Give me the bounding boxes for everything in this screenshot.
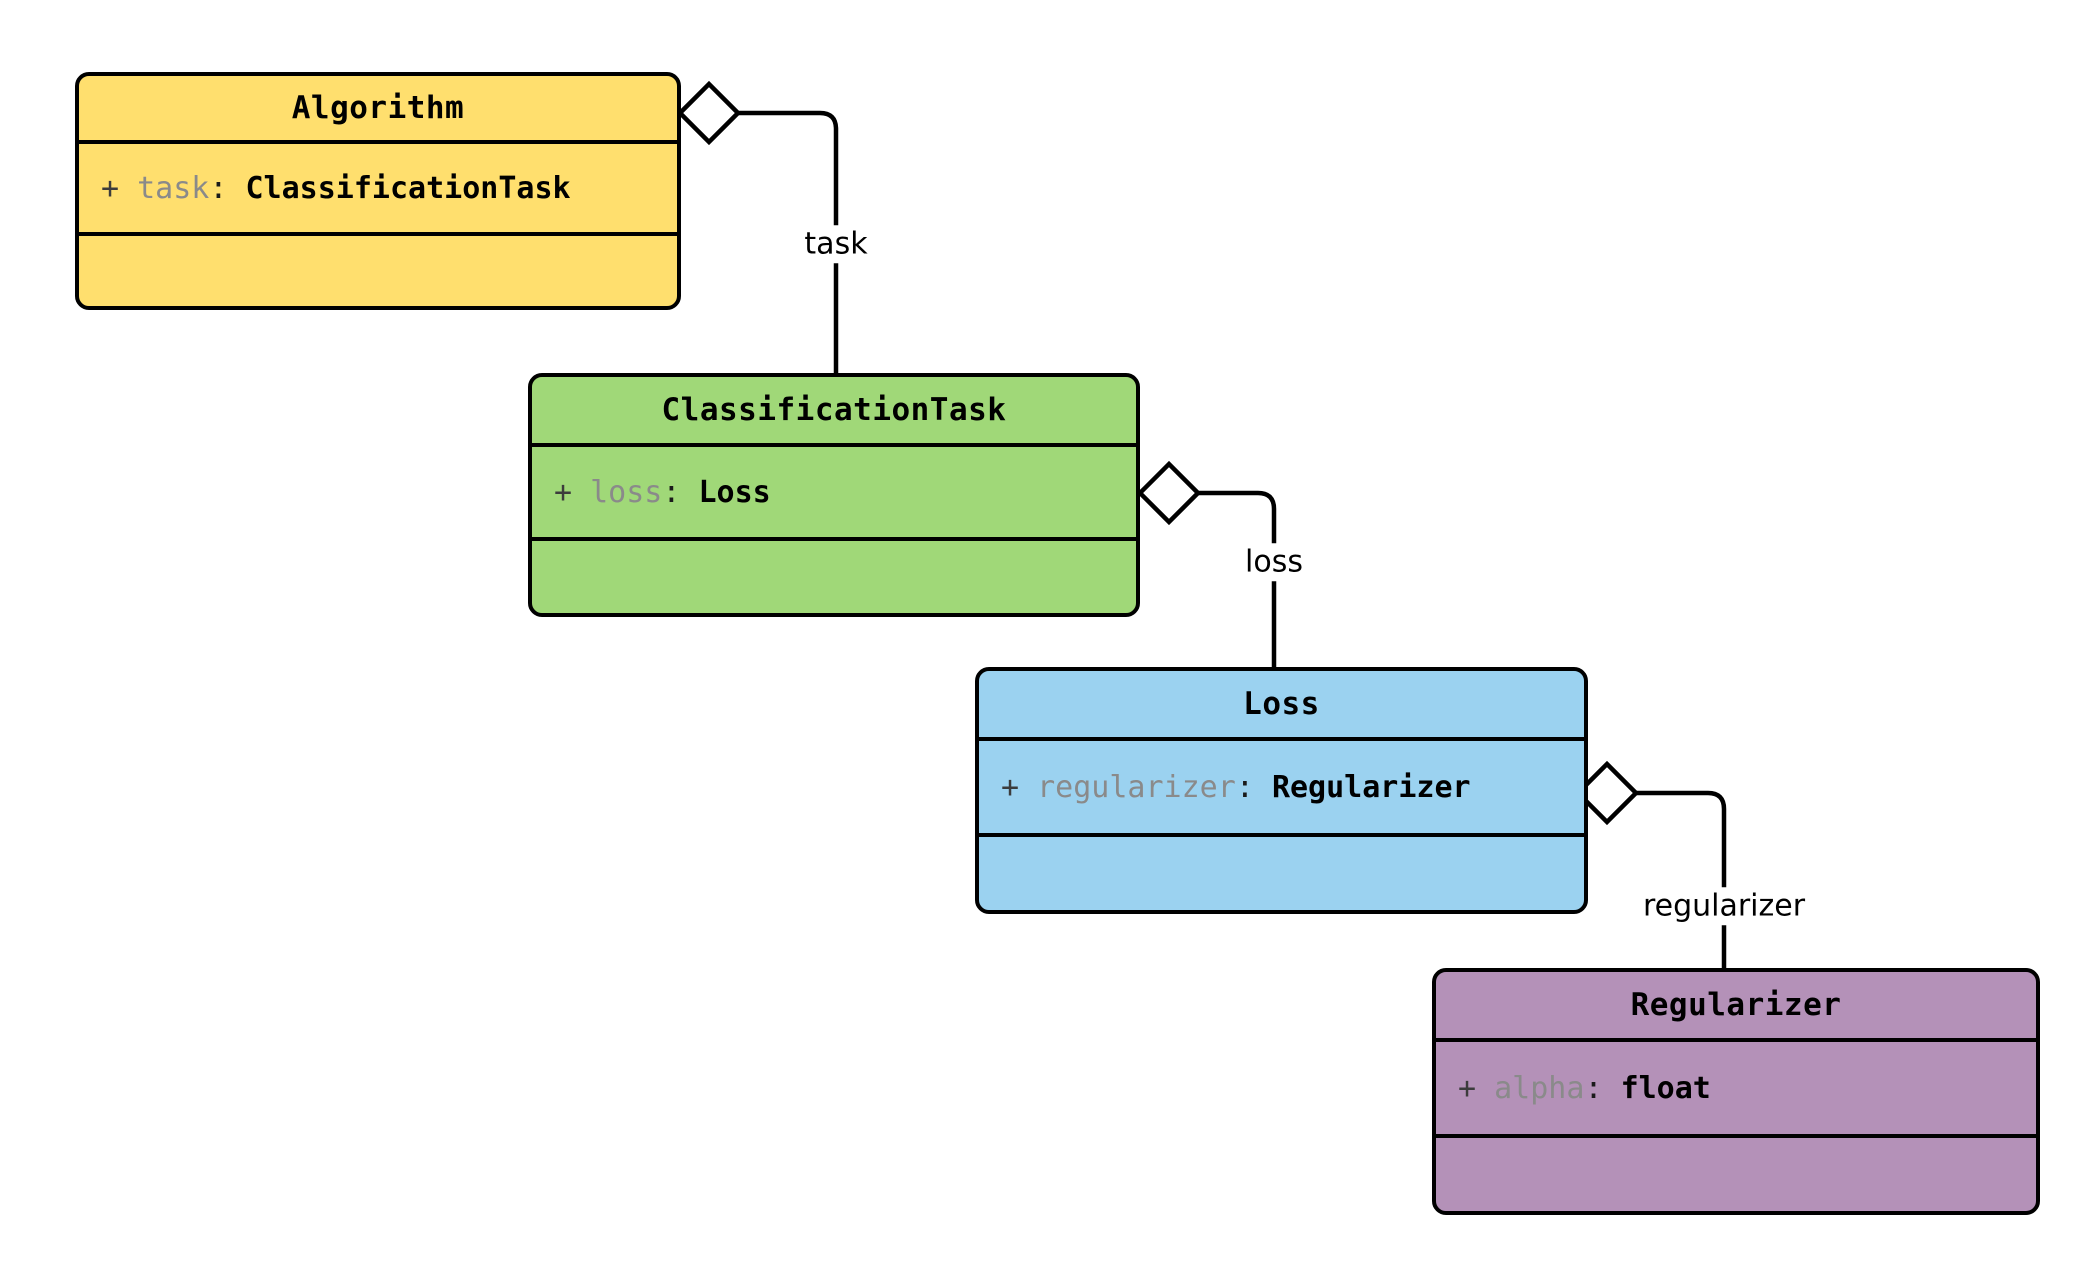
aggregation-diamond-loss <box>1136 460 1202 526</box>
attribute-visibility: + <box>1458 1070 1477 1106</box>
class-box-loss[interactable]: Loss + regularizer: Regularizer <box>975 667 1588 914</box>
attribute-visibility: + <box>101 170 120 206</box>
attribute-name: loss <box>590 474 663 510</box>
class-box-algorithm[interactable]: Algorithm + task: ClassificationTask <box>75 72 681 310</box>
attribute-type: Regularizer <box>1271 769 1471 805</box>
class-methods-loss <box>979 837 1584 909</box>
class-title-algorithm: Algorithm <box>79 76 677 144</box>
class-attributes-regularizer: + alpha: float <box>1436 1042 2036 1138</box>
class-box-regularizer[interactable]: Regularizer + alpha: float <box>1432 968 2040 1215</box>
relation-regularizer-line <box>1636 790 1727 968</box>
attribute-type: Loss <box>698 474 771 510</box>
class-title-loss: Loss <box>979 671 1584 741</box>
attribute-visibility: + <box>1001 769 1020 805</box>
attribute-name: task <box>137 170 210 206</box>
relation-regularizer[interactable] <box>1574 760 1727 968</box>
attribute-name: alpha <box>1494 1070 1585 1106</box>
class-attributes-algorithm: + task: ClassificationTask <box>79 144 677 236</box>
aggregation-diamond-task <box>676 80 742 146</box>
class-title-classificationtask: ClassificationTask <box>532 377 1136 447</box>
relation-label-task: task <box>799 225 873 263</box>
class-title-regularizer: Regularizer <box>1436 972 2036 1042</box>
class-methods-regularizer <box>1436 1138 2036 1210</box>
class-box-classificationtask[interactable]: ClassificationTask + loss: Loss <box>528 373 1140 617</box>
attribute-name: regularizer <box>1037 769 1236 805</box>
attribute-type: ClassificationTask <box>245 170 571 206</box>
attribute-type: float <box>1620 1070 1711 1106</box>
attribute-separator: : <box>1235 769 1254 805</box>
attribute-separator: : <box>662 474 681 510</box>
class-methods-classificationtask <box>532 541 1136 612</box>
class-methods-algorithm <box>79 236 677 305</box>
attribute-visibility: + <box>554 474 573 510</box>
relation-label-loss: loss <box>1240 543 1308 581</box>
class-attributes-loss: + regularizer: Regularizer <box>979 741 1584 837</box>
relation-label-regularizer: regularizer <box>1637 887 1811 925</box>
attribute-separator: : <box>1584 1070 1603 1106</box>
attribute-separator: : <box>209 170 228 206</box>
class-attributes-classificationtask: + loss: Loss <box>532 447 1136 541</box>
